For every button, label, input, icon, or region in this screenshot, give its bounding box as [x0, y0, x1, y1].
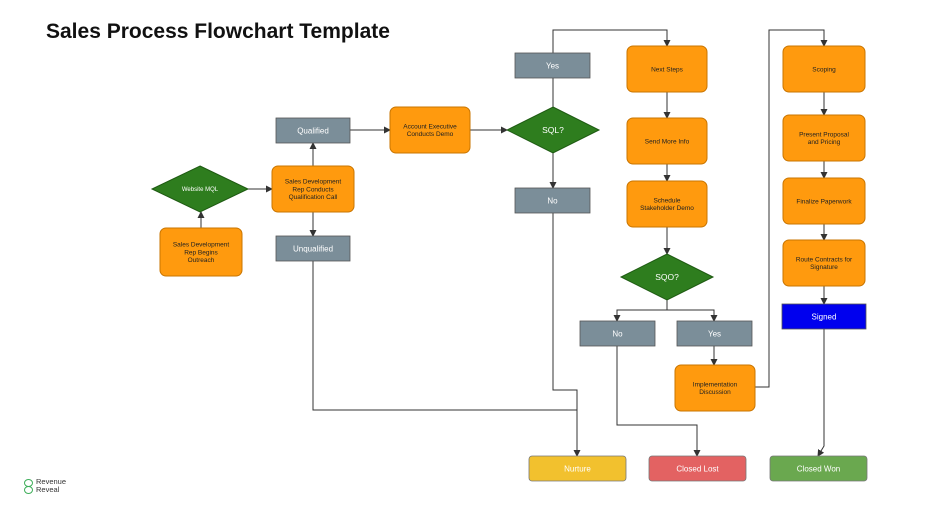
node-label: Closed Lost: [676, 464, 719, 473]
connectors: [197, 29, 828, 457]
node-label: Website MQL: [182, 187, 219, 193]
node-no1: No: [514, 187, 591, 214]
connector-impl-to-scoping: [755, 29, 828, 388]
connector-sqo-split: [613, 300, 668, 322]
node-label: Signed: [812, 312, 837, 321]
connector-yes-to-nextsteps: [552, 29, 671, 53]
node-yes2: Yes: [676, 320, 753, 347]
node-label: Scoping: [812, 66, 836, 73]
node-paperwork: Finalize Paperwork: [782, 177, 866, 225]
connector-no2-to-lost: [616, 346, 701, 457]
node-label: No: [612, 329, 623, 338]
node-label: Finalize Paperwork: [796, 198, 852, 205]
node-label: Yes: [546, 61, 559, 70]
brand-logo: Revenue Reveal: [24, 478, 66, 494]
node-nurture: Nurture: [528, 455, 627, 482]
connector-sqo-split-yes: [667, 309, 718, 322]
node-scoping: Scoping: [782, 45, 866, 93]
node-next-steps: Next Steps: [626, 45, 708, 93]
node-closed-won: Closed Won: [769, 455, 868, 482]
node-qualified: Qualified: [275, 117, 351, 144]
brand-line-2: Reveal: [36, 485, 60, 494]
node-yes1: Yes: [514, 52, 591, 79]
node-send-info: Send More Info: [626, 117, 708, 165]
node-label: SQO?: [655, 272, 679, 282]
logo-icon: [24, 478, 33, 494]
node-label: Yes: [708, 329, 721, 338]
node-label: No: [547, 196, 558, 205]
node-label: Send More Info: [645, 138, 690, 145]
node-label: Qualified: [297, 126, 329, 135]
node-label: Next Steps: [651, 66, 684, 73]
node-label: Closed Won: [797, 464, 840, 473]
node-label: Unqualified: [293, 244, 333, 253]
node-closed-lost: Closed Lost: [648, 455, 747, 482]
brand-line-1: Revenue: [36, 477, 67, 486]
connector-signed-to-won: [817, 329, 825, 457]
node-sqo: SQO?: [619, 253, 715, 301]
node-unqualified: Unqualified: [275, 235, 351, 262]
node-sql: SQL?: [505, 106, 601, 154]
node-signed: Signed: [781, 303, 867, 330]
page-title: Sales Process Flowchart Template: [46, 20, 390, 43]
connector-unqual-to-nurture: [312, 261, 577, 411]
node-website-mql: Website MQL: [150, 165, 250, 213]
node-no2: No: [579, 320, 656, 347]
node-label: Nurture: [564, 464, 591, 473]
connector-no1-to-nurture: [552, 213, 581, 457]
node-label: SQL?: [542, 125, 564, 135]
